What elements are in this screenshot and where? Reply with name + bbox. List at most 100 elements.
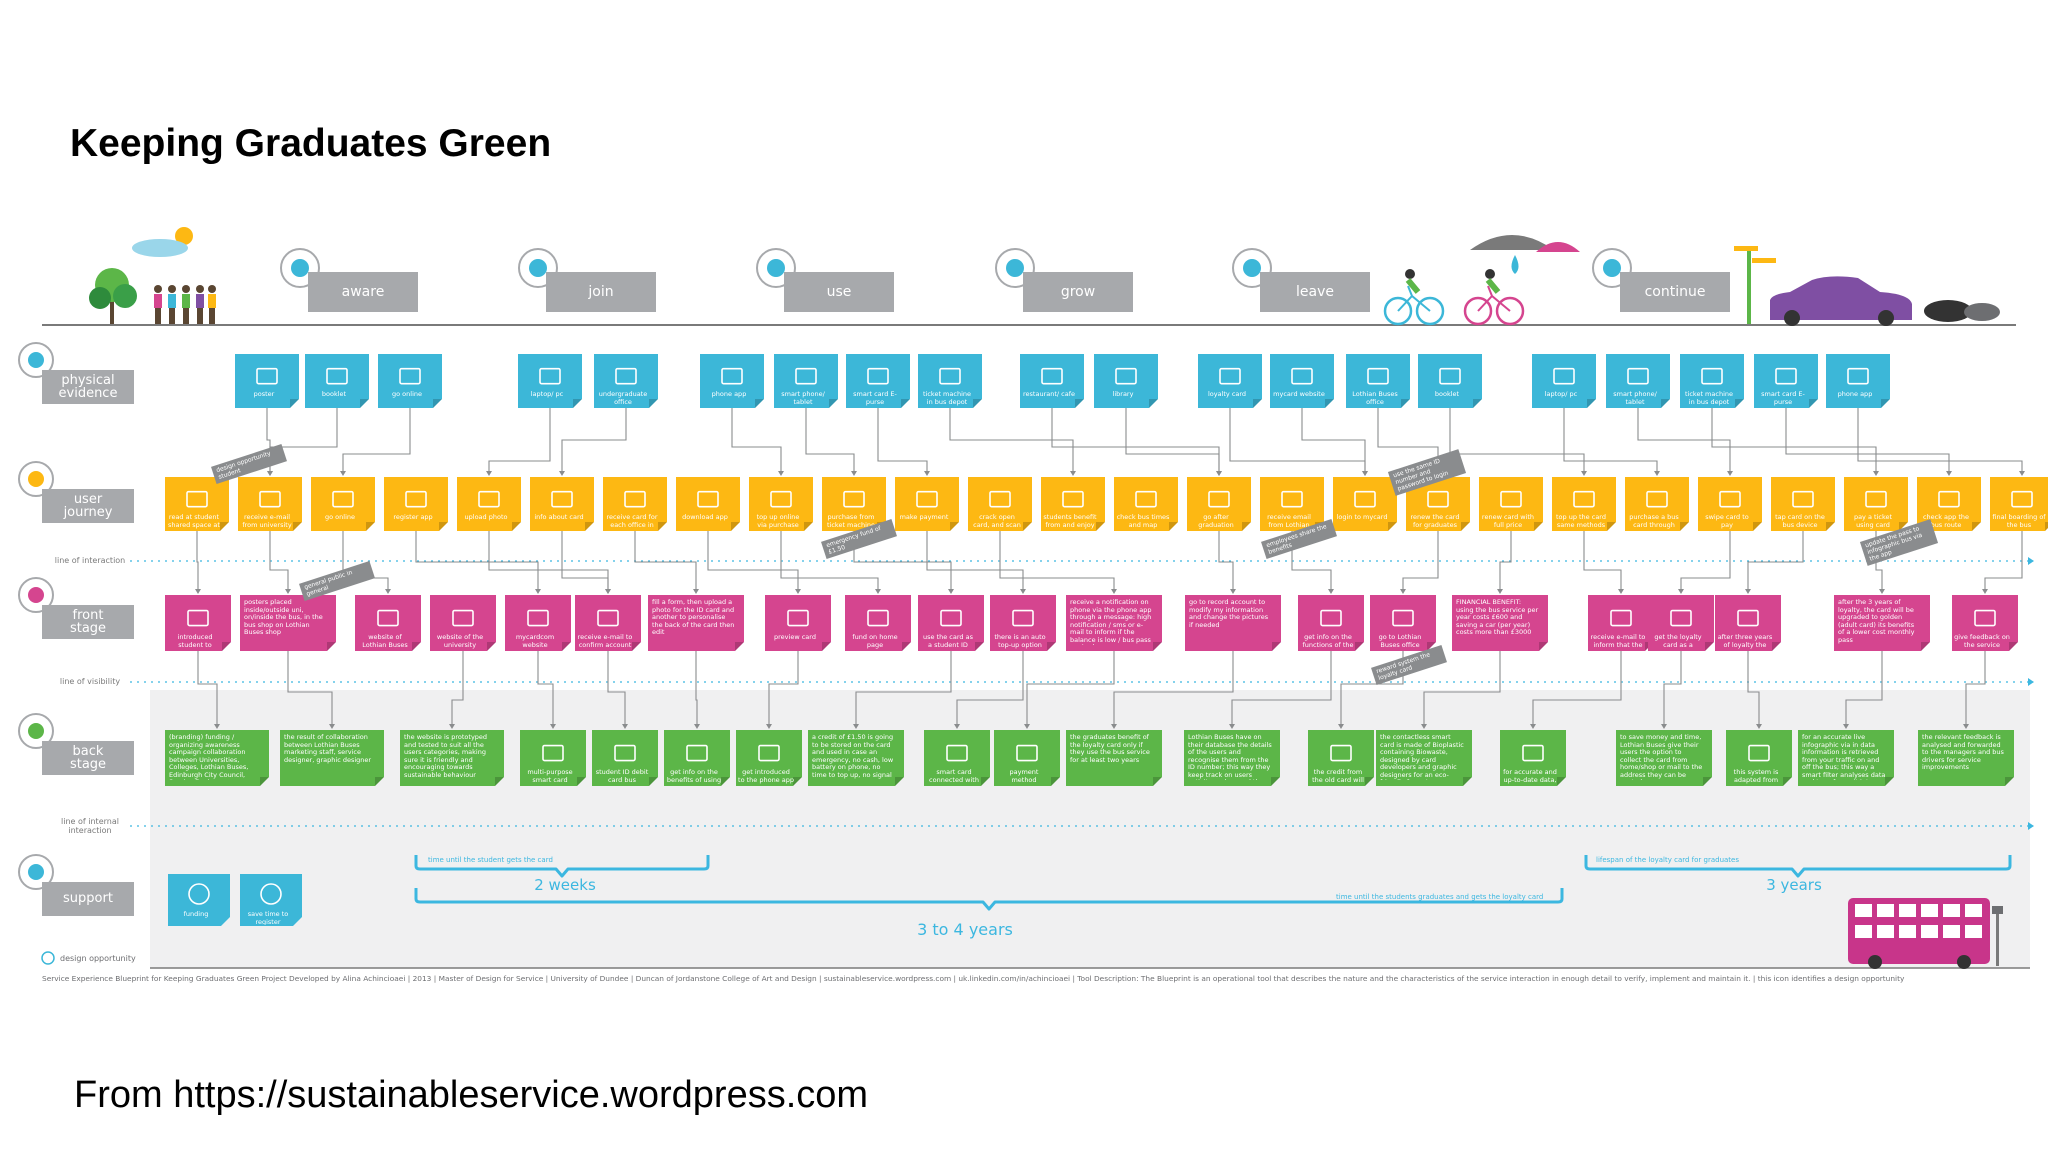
- front-card-text: posters placed inside/outside uni, on/in…: [244, 599, 323, 636]
- flow-connector: [1637, 408, 1731, 473]
- cloud-icon: [1536, 242, 1580, 252]
- umbrella-icon: [1470, 235, 1554, 250]
- person-body: [196, 294, 204, 308]
- source-credit: From https://sustainableservice.wordpres…: [74, 1074, 869, 1116]
- user-card-label: purchase from ticket machine: [826, 514, 875, 529]
- back-card-text: Lothian Buses have on their database the…: [1188, 734, 1272, 780]
- card-fold: [573, 399, 582, 408]
- user-card-label: read at student shared space at the stud…: [168, 514, 220, 529]
- front-card-text: receive a notification on phone via the …: [1070, 599, 1152, 645]
- phase-label-use: use: [784, 272, 894, 312]
- flow-arrow-icon: [1727, 471, 1733, 476]
- flow-connector: [1125, 408, 1220, 473]
- flow-connector: [451, 651, 464, 726]
- physical-card-label: loyalty card: [1207, 391, 1247, 398]
- card-glyph-icon: [259, 490, 281, 508]
- flow-connector: [877, 408, 928, 473]
- user-card: [1625, 477, 1689, 531]
- flow-connector: [731, 408, 782, 473]
- card-fold: [487, 642, 496, 651]
- card-fold: [1703, 777, 1712, 786]
- front-card: [1588, 595, 1654, 651]
- card-glyph-icon: [1291, 367, 1313, 385]
- user-card: [165, 477, 229, 531]
- flow-connector: [197, 651, 218, 726]
- card-glyph-icon: [399, 367, 421, 385]
- flow-arrow-icon: [285, 589, 291, 594]
- card-fold: [649, 399, 658, 408]
- back-card: [1376, 730, 1472, 786]
- card-glyph-icon: [916, 490, 938, 508]
- lane-label-line1: front: [72, 608, 104, 623]
- lane-label-line2: evidence: [58, 386, 118, 401]
- physical-card: [700, 354, 764, 408]
- flow-arrow-icon: [1873, 471, 1879, 476]
- card-fold: [1149, 399, 1158, 408]
- physical-card-label: undergraduate office: [598, 391, 648, 406]
- card-fold: [1705, 642, 1714, 651]
- flow-arrow-icon: [875, 589, 881, 594]
- card-glyph-icon: [721, 367, 743, 385]
- card-fold: [1242, 522, 1251, 531]
- card-glyph-icon: [1847, 367, 1869, 385]
- flow-arrow-icon: [1654, 471, 1660, 476]
- flow-arrow-icon: [1756, 724, 1762, 729]
- physical-card-label: poster: [253, 391, 275, 398]
- timeline-3-to-4-years: 3 to 4 years: [917, 920, 1013, 939]
- person-icon: [182, 285, 190, 293]
- back-card: [1308, 730, 1374, 786]
- person-legs: [183, 308, 189, 324]
- card-glyph-icon: [1573, 490, 1595, 508]
- back-card: [520, 730, 586, 786]
- card-fold: [1051, 777, 1060, 786]
- card-fold: [1388, 522, 1397, 531]
- card-fold: [1587, 399, 1596, 408]
- physical-card: [1198, 354, 1262, 408]
- card-fold: [1473, 399, 1482, 408]
- user-card-label: info about card: [534, 514, 584, 521]
- flow-connector: [1845, 651, 1883, 726]
- card-fold: [1153, 777, 1162, 786]
- flow-connector: [768, 651, 799, 726]
- flow-arrow-icon: [954, 724, 960, 729]
- physical-card: [1606, 354, 1670, 408]
- back-card-label: smart card connected with the bank accou…: [929, 769, 979, 784]
- bus-window: [1855, 904, 1872, 917]
- tree-icon: [89, 287, 111, 309]
- phase-icon-dot: [767, 259, 785, 277]
- card-fold: [1023, 522, 1032, 531]
- front-card-label: give feedback on the service experience …: [1954, 634, 2010, 649]
- card-fold: [412, 642, 421, 651]
- bus-window: [1965, 925, 1982, 938]
- physical-card: [1346, 354, 1410, 408]
- signpost-arrow: [1734, 246, 1758, 251]
- flow-arrow-icon: [1843, 724, 1849, 729]
- card-fold: [1169, 522, 1178, 531]
- cyclist-head: [1405, 269, 1415, 279]
- card-fold: [649, 777, 658, 786]
- user-card: [676, 477, 740, 531]
- card-glyph-icon: [1367, 367, 1389, 385]
- physical-card-label: ticket machine in bus depot university l…: [922, 391, 971, 406]
- front-card-label: get info on the functions of the loyalty…: [1302, 634, 1354, 649]
- front-card: [1370, 595, 1436, 651]
- flow-connector: [695, 651, 698, 726]
- card-fold: [1365, 777, 1374, 786]
- physical-card: [1680, 354, 1744, 408]
- card-fold: [1809, 399, 1818, 408]
- flow-connector: [561, 531, 609, 591]
- card-fold: [220, 522, 229, 531]
- front-card: [430, 595, 496, 651]
- support-card-label: save time to register: [247, 911, 289, 925]
- user-card: [1698, 477, 1762, 531]
- physical-card: [305, 354, 369, 408]
- physical-card-label: phone app: [1837, 391, 1873, 398]
- bus-wheel: [1868, 955, 1882, 969]
- back-card-text: (branding) funding / organizing awarenes…: [169, 734, 249, 780]
- front-card-text: after the 3 years of loyalty, the card w…: [1838, 599, 1915, 644]
- card-fold: [1661, 399, 1670, 408]
- card-fold: [327, 642, 336, 651]
- flow-arrow-icon: [1530, 724, 1536, 729]
